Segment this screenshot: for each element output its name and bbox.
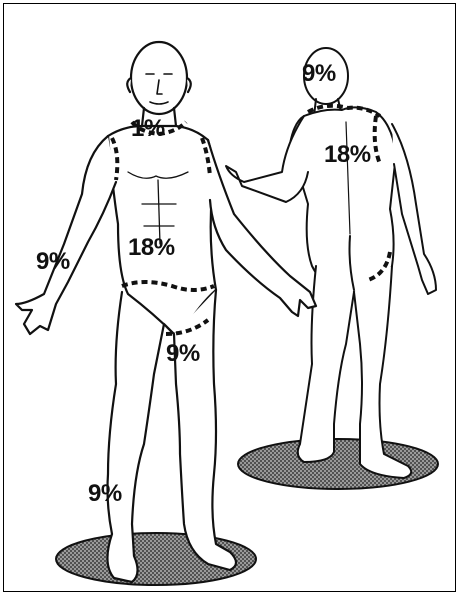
label-front-trunk: 18% [128,236,175,260]
label-arm: 9% [36,250,70,274]
back-figure-platform [238,439,438,489]
front-figure [16,42,316,582]
label-head-front: 1% [131,117,165,141]
rule-of-nines-illustration [4,4,457,593]
label-back-trunk: 18% [324,143,371,167]
diagram-frame: 1% 9% 18% 18% 9% 9% 9% [3,3,456,592]
label-lower-leg: 9% [88,482,122,506]
label-head-back: 9% [302,62,336,86]
label-groin-leg: 9% [166,342,200,366]
